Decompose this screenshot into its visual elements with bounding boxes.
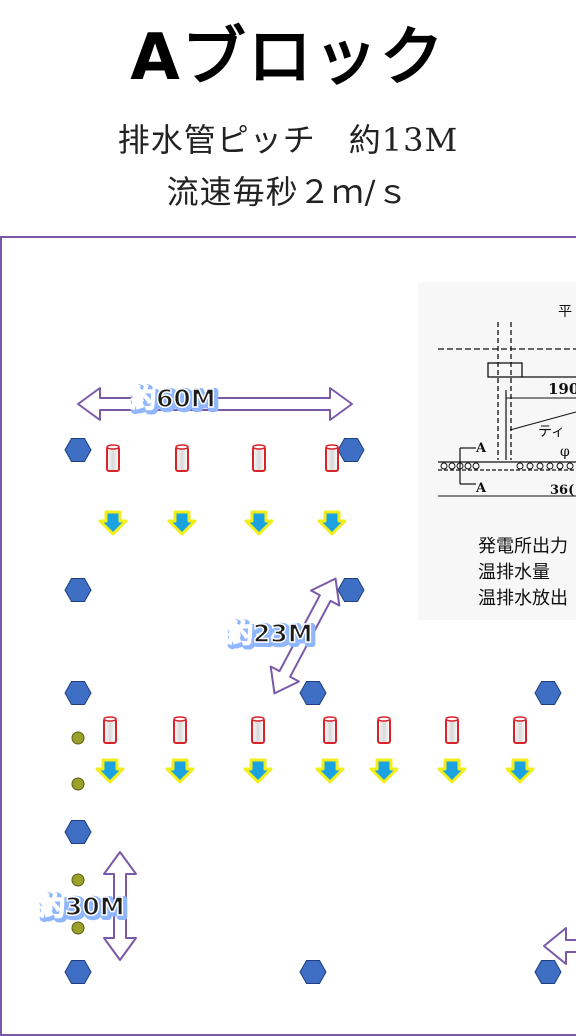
ref-dim-360: 36( (550, 483, 574, 498)
marker-dot (71, 731, 85, 745)
ref-note-volume: 温排水量 (478, 562, 550, 583)
ref-section-a-top: A (475, 441, 487, 456)
dim-30m-label: 約30M (40, 892, 125, 921)
pipe-pitch-text: 排水管ピッチ 約13M (117, 121, 459, 159)
ref-note-output: 発電所出力 (478, 536, 568, 557)
dim-60m-label: 約60M (131, 384, 216, 413)
dim-arrow-partial (543, 927, 576, 965)
dim-arrow-23m (269, 577, 341, 695)
small-markers (71, 731, 85, 935)
flow-speed-text: 流速毎秒２ｍ/ｓ (166, 173, 410, 211)
dim-30m-outline: 約30M (42, 894, 127, 923)
dim-23m-outline: 約23M (230, 621, 315, 650)
dimension-labels: 約60M 約60M 約23M 約23M 約30M 約30M (39, 383, 318, 926)
dim-23m-label: 約23M (228, 619, 313, 648)
ref-dim-190: 190 (548, 380, 576, 398)
ref-phi: φ (560, 444, 570, 460)
diagram-frame (0, 236, 576, 1036)
page-title: Aブロック (130, 21, 446, 95)
ref-pipe-label: ティ (538, 424, 565, 440)
dim-60m-outline: 約60M (133, 386, 218, 415)
reference-drawing: 平 190 A A ティ φ 36( 発電所出力 温排水量 温排水放出 (418, 282, 576, 620)
dimension-arrows (77, 387, 576, 965)
marker-dot (71, 921, 85, 935)
ref-note-discharge: 温排水放出 (478, 588, 568, 609)
dim-arrow-30m (103, 851, 137, 961)
marker-dot (71, 873, 85, 887)
marker-dot (71, 777, 85, 791)
dim-arrow-60m (77, 387, 353, 421)
ref-section-a-bottom: A (475, 481, 487, 496)
ref-top-label: 平 (558, 304, 572, 320)
